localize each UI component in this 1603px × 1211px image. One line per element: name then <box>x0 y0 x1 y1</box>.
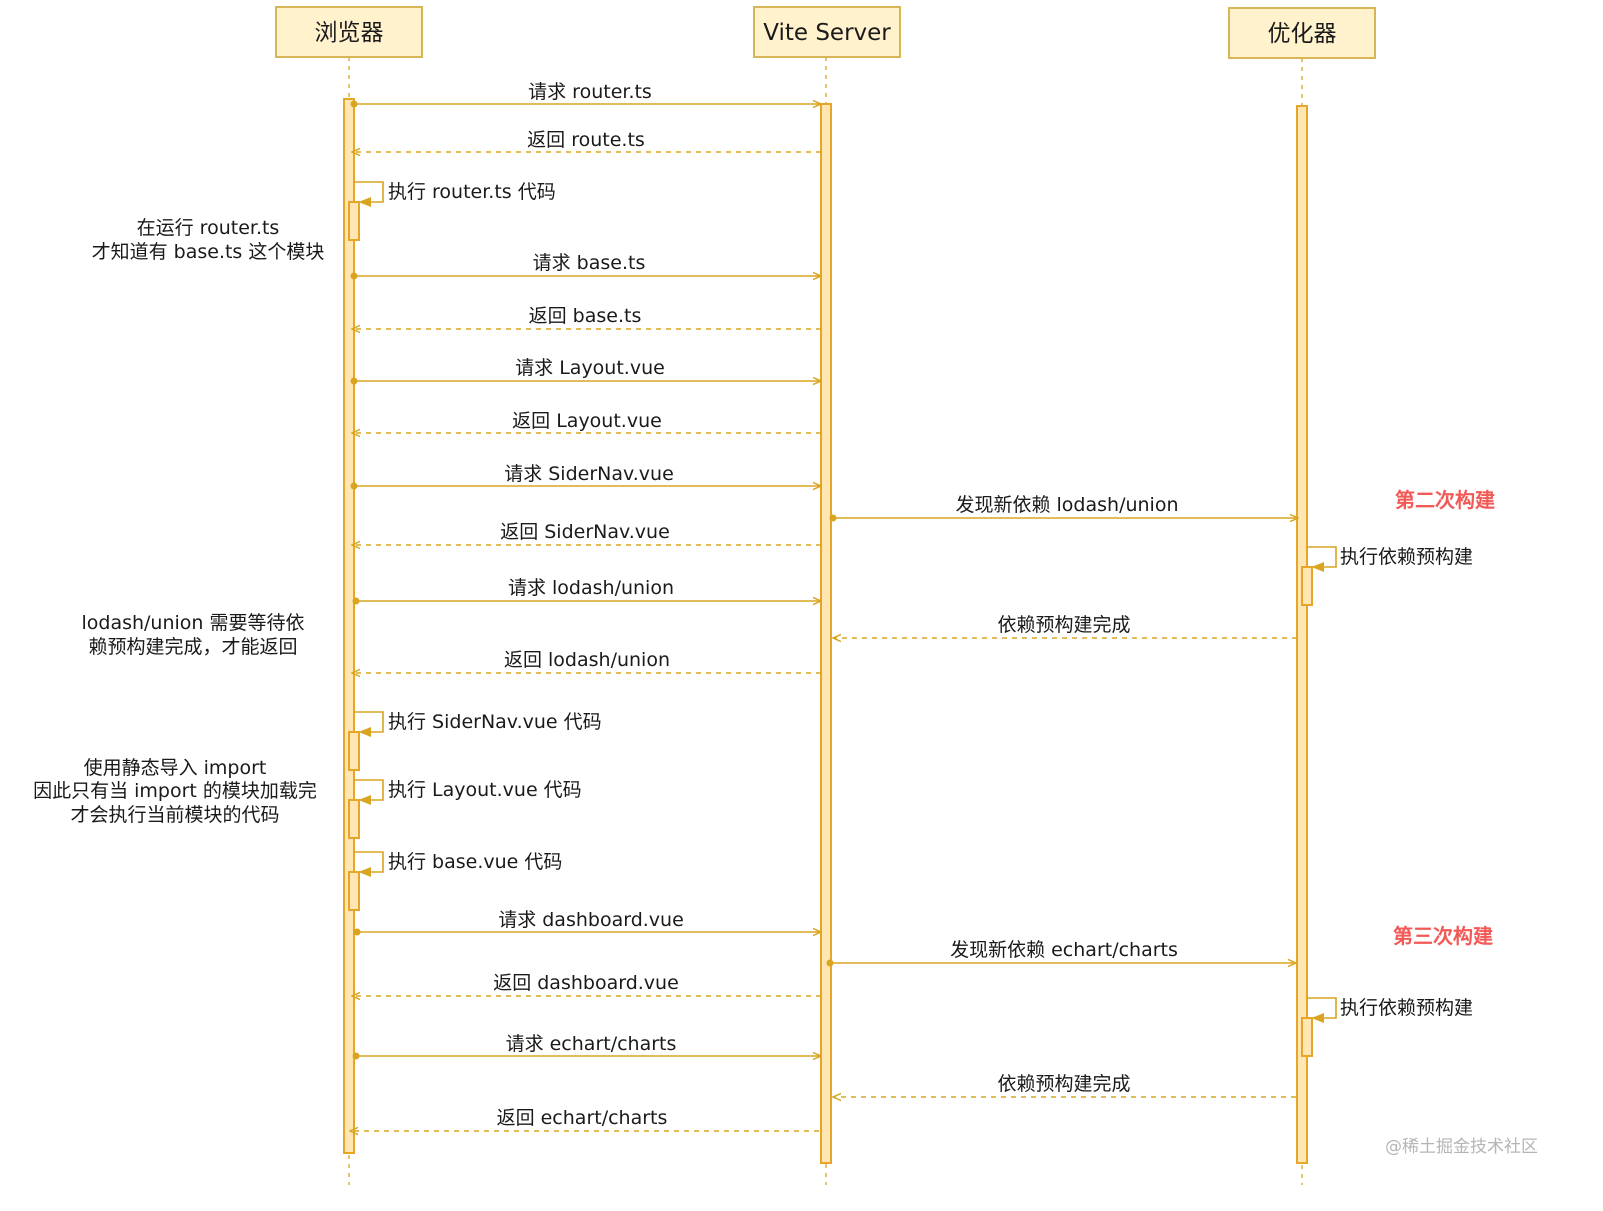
message-discover-echart: 发现新依赖 echart/charts <box>826 939 1297 967</box>
message-discover-lodash: 发现新依赖 lodash/union <box>829 494 1299 522</box>
note-static-import: 使用静态导入 import 因此只有当 import 的模块加载完 才会执行当前… <box>33 757 317 826</box>
activation-exec-base <box>348 871 360 911</box>
message-return-echart: 返回 echart/charts <box>350 1107 819 1131</box>
message-label: 执行 Layout.vue 代码 <box>388 779 582 801</box>
self-message-prebuild-1: 执行依赖预构建 <box>1307 546 1473 568</box>
message-return-base: 返回 base.ts <box>352 305 821 329</box>
actor-browser-label: 浏览器 <box>315 20 384 46</box>
message-label: 发现新依赖 echart/charts <box>950 939 1178 961</box>
actor-browser: 浏览器 <box>275 6 423 58</box>
self-message-exec-sidernav: 执行 SiderNav.vue 代码 <box>354 711 602 733</box>
actor-server-label: Vite Server <box>763 20 891 46</box>
message-label: 请求 Layout.vue <box>515 357 665 379</box>
activation-exec-layout <box>348 799 360 839</box>
message-label: 返回 base.ts <box>529 305 642 327</box>
message-request-router: 请求 router.ts <box>350 81 822 108</box>
message-label: 依赖预构建完成 <box>997 1073 1130 1095</box>
message-label: 执行依赖预构建 <box>1340 997 1473 1019</box>
message-return-dashboard: 返回 dashboard.vue <box>352 972 821 996</box>
activation-browser <box>343 98 355 1154</box>
self-message-exec-router: 执行 router.ts 代码 <box>354 181 556 203</box>
note-router-discovery: 在运行 router.ts 才知道有 base.ts 这个模块 <box>92 217 325 263</box>
note-line: 赖预构建完成，才能返回 <box>88 636 297 658</box>
message-label: 发现新依赖 lodash/union <box>955 494 1178 516</box>
message-label: 返回 route.ts <box>527 129 645 151</box>
message-label: 返回 echart/charts <box>497 1107 668 1129</box>
message-label: 返回 dashboard.vue <box>493 972 679 994</box>
message-label: 执行 router.ts 代码 <box>388 181 556 203</box>
message-return-route: 返回 route.ts <box>352 129 821 152</box>
message-prebuild-done-2: 依赖预构建完成 <box>833 1073 1296 1097</box>
message-request-echart: 请求 echart/charts <box>352 1033 822 1060</box>
note-lodash-wait: lodash/union 需要等待依 赖预构建完成，才能返回 <box>81 612 304 658</box>
message-label: 请求 lodash/union <box>508 577 674 599</box>
message-return-layout: 返回 Layout.vue <box>352 410 821 433</box>
activation-exec-sidernav <box>348 731 360 771</box>
message-label: 执行 SiderNav.vue 代码 <box>388 711 602 733</box>
message-prebuild-done-1: 依赖预构建完成 <box>833 614 1297 638</box>
message-label: 返回 Layout.vue <box>512 410 662 432</box>
activation-prebuild-1 <box>1301 566 1313 606</box>
note-line: 使用静态导入 import <box>84 757 267 779</box>
activation-prebuild-2 <box>1301 1017 1313 1057</box>
self-message-exec-base: 执行 base.vue 代码 <box>354 851 562 873</box>
self-message-exec-layout: 执行 Layout.vue 代码 <box>354 779 582 801</box>
actor-optimizer: 优化器 <box>1228 7 1376 59</box>
message-request-layout: 请求 Layout.vue <box>350 357 822 385</box>
message-request-dashboard: 请求 dashboard.vue <box>353 909 822 936</box>
message-label: 请求 dashboard.vue <box>498 909 684 931</box>
note-line: 在运行 router.ts <box>137 217 280 239</box>
message-return-lodash: 返回 lodash/union <box>352 649 821 673</box>
message-label: 执行 base.vue 代码 <box>388 851 562 873</box>
activation-exec-router <box>348 201 360 241</box>
phase-label-second-build: 第二次构建 <box>1395 488 1495 512</box>
watermark: @稀土掘金技术社区 <box>1385 1137 1538 1157</box>
message-label: 请求 router.ts <box>528 81 652 103</box>
actor-server: Vite Server <box>753 6 901 58</box>
actor-optimizer-label: 优化器 <box>1268 21 1337 47</box>
message-label: 执行依赖预构建 <box>1340 546 1473 568</box>
message-label: 请求 SiderNav.vue <box>504 463 674 485</box>
message-request-lodash: 请求 lodash/union <box>352 577 822 605</box>
message-label: 返回 lodash/union <box>504 649 670 671</box>
message-request-sidernav: 请求 SiderNav.vue <box>350 463 822 490</box>
message-request-base: 请求 base.ts <box>350 252 822 280</box>
note-line: 因此只有当 import 的模块加载完 <box>33 780 317 802</box>
note-line: 才会执行当前模块的代码 <box>70 804 279 826</box>
message-label: 返回 SiderNav.vue <box>500 521 670 543</box>
activation-optimizer <box>1296 105 1308 1164</box>
message-label: 请求 echart/charts <box>506 1033 677 1055</box>
activation-server <box>820 103 832 1164</box>
self-message-prebuild-2: 执行依赖预构建 <box>1307 997 1473 1019</box>
message-return-sidernav: 返回 SiderNav.vue <box>352 521 821 545</box>
message-label: 请求 base.ts <box>533 252 646 274</box>
phase-label-third-build: 第三次构建 <box>1393 924 1493 948</box>
note-line: lodash/union 需要等待依 <box>81 612 304 634</box>
note-line: 才知道有 base.ts 这个模块 <box>92 241 325 263</box>
message-label: 依赖预构建完成 <box>997 614 1130 636</box>
